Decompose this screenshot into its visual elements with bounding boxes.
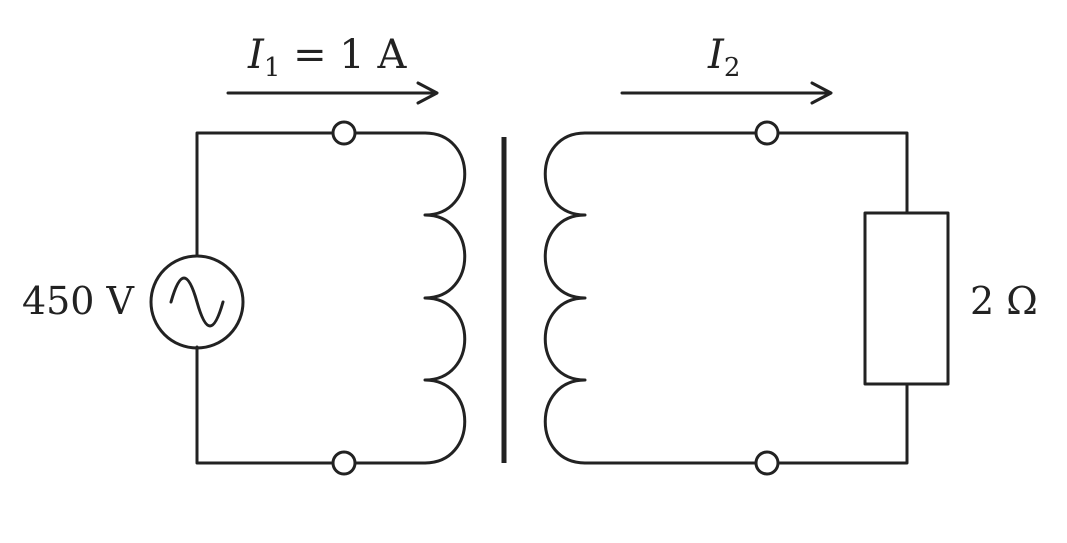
secondary-bottom-terminal [754, 450, 780, 476]
i1-symbol: I [247, 32, 265, 78]
ac-source-icon [149, 254, 245, 350]
primary-top-terminal [331, 120, 357, 146]
i2-arrow [620, 81, 833, 105]
secondary-top-wire [583, 131, 909, 215]
i2-subscript: 2 [724, 53, 741, 83]
i1-arrow [226, 81, 439, 105]
load-resistance-label: 2 Ω [970, 279, 1038, 323]
secondary-top-terminal [754, 120, 780, 146]
primary-circuit [195, 131, 427, 465]
secondary-bottom-wire [583, 382, 909, 465]
i2-symbol: I [707, 32, 725, 78]
primary-bottom-terminal [331, 450, 357, 476]
i1-value: = 1 A [280, 32, 407, 78]
i1-subscript: 1 [264, 53, 281, 83]
i2-label: I2 [707, 32, 740, 83]
i1-label: I1 = 1 A [247, 32, 407, 83]
source-voltage-label: 450 V [22, 279, 135, 323]
secondary-coil [543, 131, 587, 465]
resistor-icon [863, 211, 950, 386]
secondary-circuit [583, 131, 909, 465]
primary-bottom-wire [195, 345, 427, 465]
primary-coil [423, 131, 467, 465]
primary-top-wire [195, 131, 427, 258]
